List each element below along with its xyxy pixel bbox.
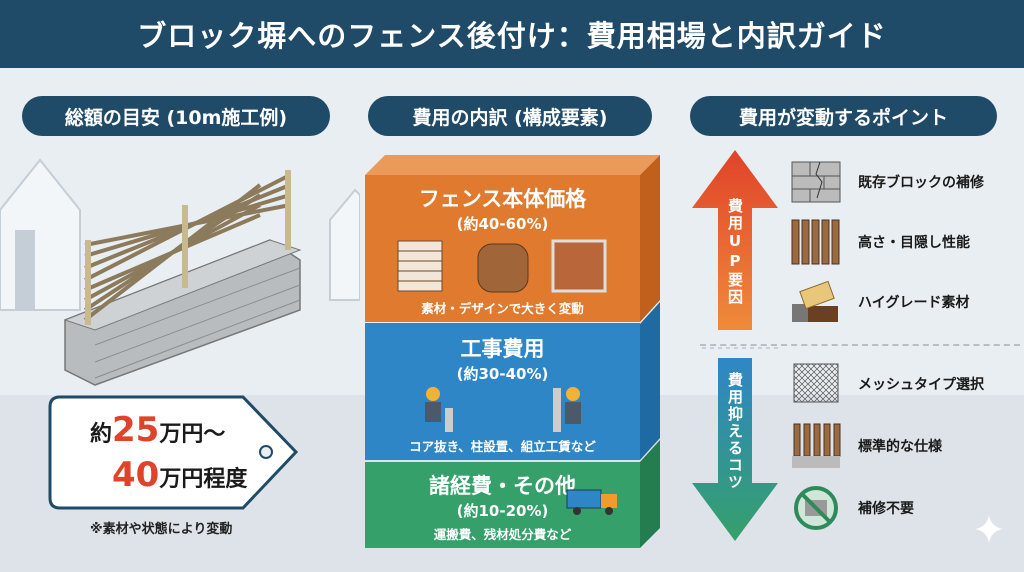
price-range: 約25万円〜 40万円程度 [90, 410, 247, 500]
cost-up-arrow-icon [692, 150, 778, 330]
breakdown-3d-sides [365, 155, 660, 548]
breakdown-detail: コア抜き、柱設置、組立工賃など [409, 439, 596, 454]
point-item: 補修不要 [790, 484, 914, 532]
sparkle-icon [975, 515, 1003, 543]
point-label: ハイグレード素材 [858, 295, 970, 311]
price-mid: 万円〜 [159, 422, 226, 447]
title-bar: ブロック塀へのフェンス後付け：費用相場と内訳ガイド [0, 0, 1024, 68]
cracked-block-icon [791, 161, 841, 203]
price-suffix: 万円程度 [159, 467, 248, 492]
breakdown-detail: 運搬費、残材処分費など [433, 527, 572, 542]
standard-fence-icon [792, 423, 841, 468]
breakdown-misc: 諸経費・その他 (約10-20%) 運搬費、残材処分費など [365, 462, 640, 548]
point-item: 既存ブロックの補修 [790, 158, 984, 206]
point-label: 既存ブロックの補修 [858, 175, 984, 191]
breakdown-construction: 工事費用 (約30-40%) コア抜き、柱設置、組立工賃など [365, 323, 640, 460]
section-total-heading: 総額の目安 (10m施工例) [22, 96, 330, 136]
tall-fence-icon [791, 219, 840, 265]
fence-types-icon [397, 239, 606, 293]
section-breakdown-heading: 費用の内訳 (構成要素) [368, 96, 652, 136]
cost-down-label: 費用抑えるコツ [726, 372, 744, 491]
truck-icon [566, 489, 617, 515]
price-tag [48, 395, 299, 510]
point-item: ハイグレード素材 [790, 278, 969, 326]
point-label: 高さ・目隠し性能 [858, 235, 970, 251]
breakdown-pct: (約10-20%) [456, 502, 549, 520]
materials-icon [792, 280, 838, 322]
point-item: 標準的な仕様 [790, 422, 942, 470]
price-prefix: 約 [90, 422, 113, 447]
breakdown-name: 工事費用 [460, 337, 545, 361]
price-high: 40 [112, 455, 160, 495]
breakdown-name: フェンス本体価格 [418, 187, 587, 211]
divider [700, 344, 1020, 346]
cost-down-arrow-icon [692, 358, 778, 541]
point-item: 高さ・目隠し性能 [790, 218, 970, 266]
fence-wall-illustration [0, 158, 360, 386]
breakdown-fence-body: フェンス本体価格 (約40-60%) 素材・デザインで大きく変動 [365, 175, 640, 322]
mesh-fence-icon [793, 363, 839, 403]
price-note: ※素材や状態により変動 [90, 522, 233, 537]
workers-icon [424, 387, 581, 432]
point-item: メッシュタイプ選択 [790, 360, 984, 408]
point-label: 補修不要 [858, 501, 914, 517]
breakdown-pct: (約30-40%) [456, 365, 549, 383]
page-title: ブロック塀へのフェンス後付け：費用相場と内訳ガイド [137, 19, 887, 53]
cost-up-label: 費用UP要因 [726, 198, 744, 306]
no-repair-icon [794, 486, 838, 530]
arrows [692, 150, 780, 541]
breakdown-pct: (約40-60%) [456, 215, 549, 233]
point-label: 標準的な仕様 [858, 439, 942, 455]
section-points-heading: 費用が変動するポイント [690, 96, 997, 136]
price-low: 25 [112, 410, 160, 450]
breakdown-name: 諸経費・その他 [429, 474, 576, 498]
point-label: メッシュタイプ選択 [858, 377, 984, 393]
breakdown-detail: 素材・デザインで大きく変動 [421, 301, 584, 316]
